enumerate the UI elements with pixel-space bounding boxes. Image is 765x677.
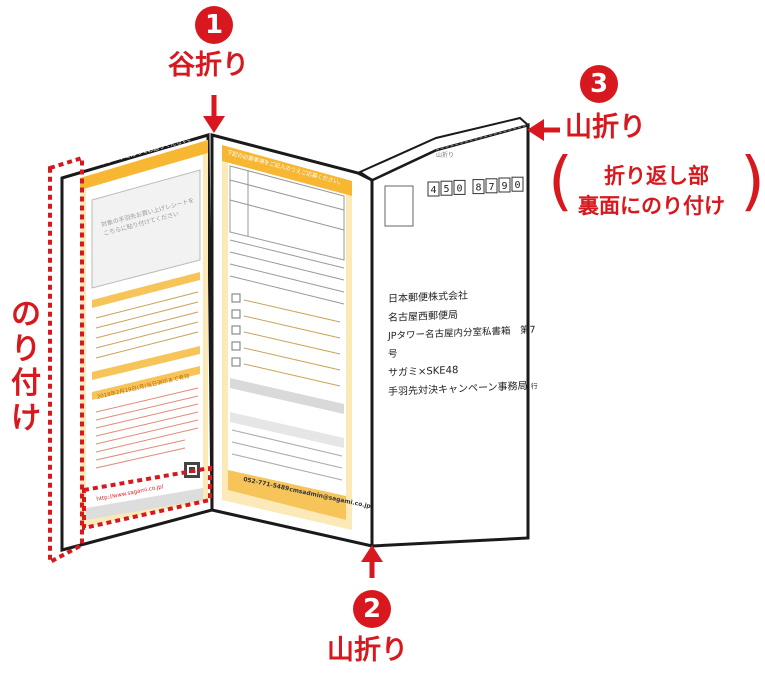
postal-digit-box bbox=[498, 177, 511, 193]
fold-back-note-line2: 裏面にのり付け bbox=[578, 194, 725, 218]
postal-digit-box bbox=[440, 180, 453, 196]
postal-digit-box bbox=[485, 178, 498, 194]
address-suffix: 行 bbox=[530, 382, 538, 391]
glue-label-char: 付 bbox=[11, 366, 41, 401]
postal-digit-box bbox=[472, 179, 485, 195]
postal-digit: 9 bbox=[501, 181, 507, 192]
arrow-3-icon bbox=[527, 119, 560, 141]
step-2-label: 山折り bbox=[327, 635, 408, 666]
postal-digit: 8 bbox=[475, 183, 481, 194]
postal-digit: 0 bbox=[514, 180, 520, 191]
address-line: 手羽先対決キャンペーン事務局 bbox=[388, 381, 528, 399]
envelope-fold-mark: 山折り bbox=[436, 152, 455, 159]
postal-digit-box bbox=[453, 179, 466, 195]
postal-digit: 7 bbox=[488, 182, 494, 193]
step-2-badge: 2 bbox=[353, 590, 391, 628]
glue-area-left-outline bbox=[48, 155, 84, 566]
glue-area-bottom-outline bbox=[82, 465, 212, 531]
fold-back-note-line1: 折り返し部 bbox=[604, 164, 709, 188]
step-3-label: 山折り bbox=[565, 112, 646, 143]
step-3-badge: 3 bbox=[580, 65, 618, 103]
step-1-label: 谷折り bbox=[168, 50, 249, 81]
glue-label-char: の bbox=[11, 297, 41, 332]
middle-panel bbox=[210, 133, 374, 548]
paren-left: ( bbox=[548, 145, 573, 219]
glue-label: の り 付 け bbox=[6, 297, 46, 436]
glue-label-char: け bbox=[11, 400, 41, 436]
step-1-badge: 1 bbox=[195, 6, 233, 44]
postal-digit-box bbox=[427, 181, 440, 197]
paren-right: ) bbox=[740, 145, 765, 219]
postal-digit: 0 bbox=[456, 183, 462, 194]
postal-digit-box bbox=[511, 176, 524, 192]
arrow-2-icon bbox=[361, 545, 383, 578]
glue-label-char: り bbox=[11, 331, 41, 367]
left-panel bbox=[60, 133, 214, 552]
envelope-address: 日本郵便株式会社 名古屋西郵便局 JPタワー名古屋内分室私書箱 第7号 サガミ×… bbox=[388, 283, 538, 402]
postal-digit: 4 bbox=[430, 185, 436, 196]
postal-digit: 5 bbox=[443, 184, 449, 195]
arrow-1-icon bbox=[203, 95, 225, 133]
